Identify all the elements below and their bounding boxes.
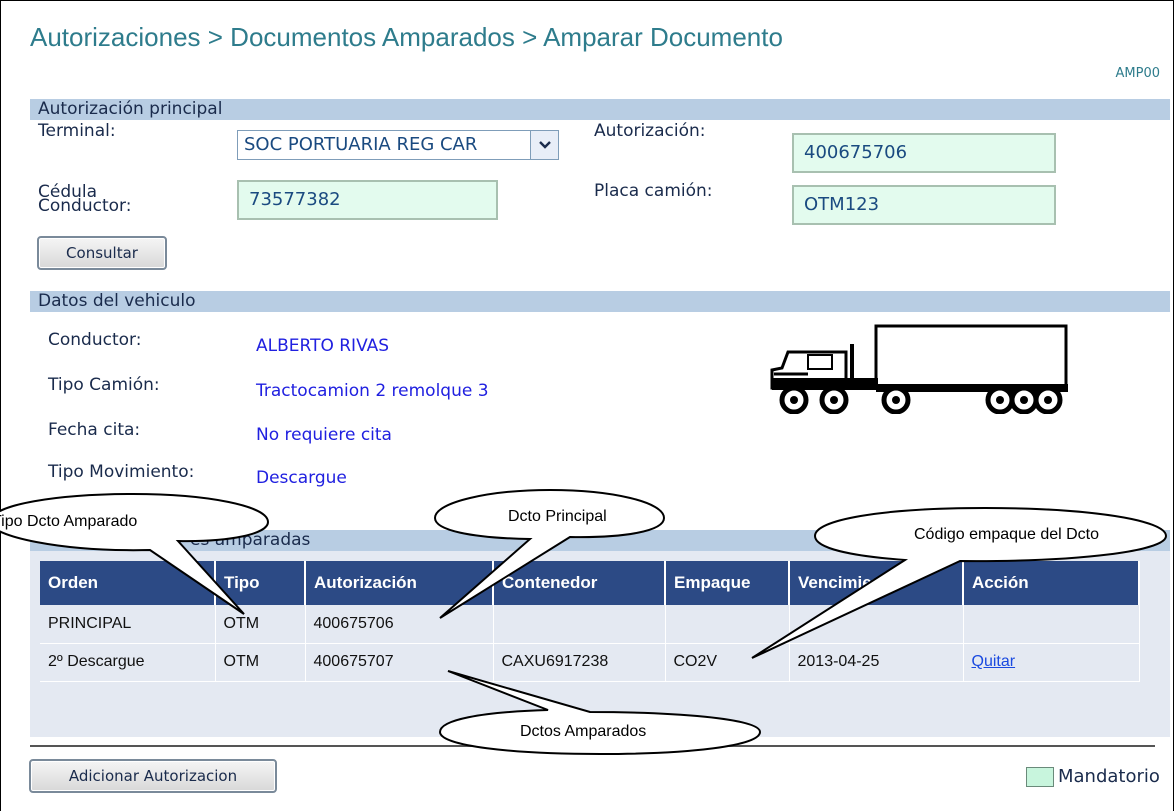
tipo-camion-label: Tipo Camión: (48, 375, 160, 395)
cell-contenedor: CAXU6917238 (493, 643, 666, 682)
col-contenedor: Contenedor (493, 561, 666, 605)
cell-tipo: OTM (215, 643, 306, 682)
fecha-cita-value: No requiere cita (256, 425, 392, 445)
placa-label: Placa camión: (594, 181, 713, 201)
placa-input[interactable]: OTM123 (792, 185, 1056, 225)
terminal-select-value: SOC PORTUARIA REG CAR (244, 134, 478, 155)
cell-autorizacion: 400675706 (305, 605, 494, 644)
cell-orden: PRINCIPAL (40, 605, 216, 644)
callout-tipo-dcto-text: Tipo Dcto Amparado (0, 513, 138, 530)
cedula-label-line1: Cédula (38, 182, 98, 202)
tipo-movimiento-value: Descargue (256, 468, 347, 488)
cell-accion (963, 605, 1140, 644)
cedula-input[interactable]: 73577382 (237, 180, 498, 220)
callout-tipo-dcto-bubble (0, 492, 270, 615)
fecha-cita-label: Fecha cita: (48, 420, 141, 440)
callout-dctos-amparados-text: Dctos Amparados (520, 723, 647, 740)
mandatory-legend-label: Mandatorio (1058, 766, 1160, 787)
col-accion: Acción (963, 561, 1140, 605)
conductor-value: ALBERTO RIVAS (256, 336, 390, 356)
section-header-principal: Autorización principal (30, 99, 1170, 120)
cell-contenedor (493, 605, 666, 644)
callout-dctos-amparados-bubble (438, 670, 762, 756)
cell-accion: Quitar (963, 643, 1140, 682)
breadcrumb: Autorizaciones > Documentos Amparados > … (30, 22, 783, 52)
consultar-button[interactable]: Consultar (37, 236, 167, 270)
cedula-label-line2: Conductor: (38, 196, 132, 216)
autorizacion-input[interactable]: 400675706 (792, 133, 1056, 173)
autorizacion-label: Autorización: (594, 121, 706, 141)
cell-vencimiento: 2013-04-25 (789, 643, 964, 682)
conductor-label: Conductor: (48, 330, 142, 350)
cedula-label: Cédula Conductor: (38, 182, 132, 216)
table-row: 2º Descargue OTM 400675707 CAXU6917238 C… (40, 643, 1140, 682)
tipo-movimiento-label: Tipo Movimiento: (48, 462, 195, 482)
truck-icon (770, 324, 1068, 414)
callout-codigo-empaque-text: Código empaque del Dcto (914, 526, 1100, 543)
screen-code: AMP00 (1115, 66, 1161, 81)
chevron-down-icon[interactable] (530, 131, 558, 159)
terminal-label: Terminal: (38, 121, 116, 141)
section-header-vehiculo: Datos del vehiculo (30, 291, 1170, 312)
mandatory-legend-swatch (1026, 767, 1054, 787)
callout-dcto-principal-bubble (433, 488, 666, 619)
callout-codigo-empaque-bubble (751, 506, 1168, 659)
quitar-link[interactable]: Quitar (971, 653, 1016, 670)
tipo-camion-value: Tractocamion 2 remolque 3 (256, 381, 489, 401)
cell-empaque (665, 605, 790, 644)
col-empaque: Empaque (665, 561, 790, 605)
adicionar-autorizacion-button[interactable]: Adicionar Autorizacion (29, 759, 277, 793)
cell-orden: 2º Descargue (40, 643, 216, 682)
cell-tipo: OTM (215, 605, 306, 644)
callout-dcto-principal-text: Dcto Principal (508, 508, 607, 525)
terminal-select[interactable]: SOC PORTUARIA REG CAR (237, 130, 559, 160)
